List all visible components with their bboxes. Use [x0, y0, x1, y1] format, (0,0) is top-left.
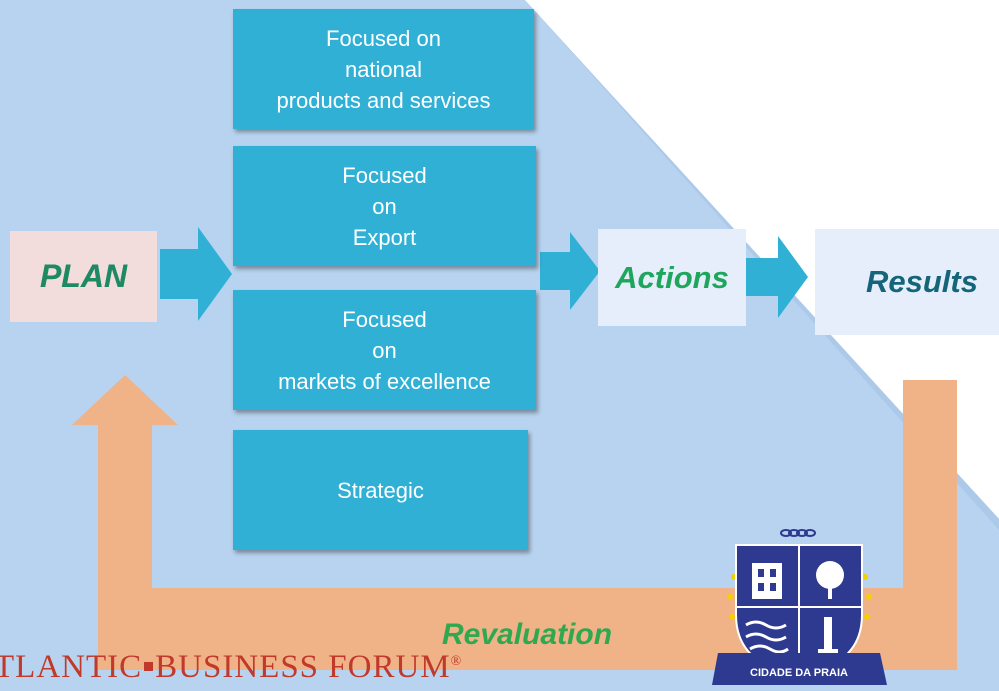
forum-registered: ® [450, 654, 463, 669]
emblem-banner-text: CIDADE DA PRAIA [750, 667, 848, 679]
arrow-actions-to-results [746, 236, 808, 318]
arrow-focus-to-actions [540, 232, 600, 310]
focus-box-strategic: Strategic [233, 430, 528, 550]
actions-box: Actions [598, 229, 746, 326]
plan-label: PLAN [39, 258, 128, 294]
results-label: Results [866, 264, 978, 299]
arrow-plan-to-focus [160, 227, 232, 321]
revaluation-label: Revaluation [442, 618, 613, 651]
focus-box-export: Focused on Export [233, 146, 536, 266]
focus-box-markets: Focused on markets of excellence [233, 290, 536, 410]
forum-logo: TLANTIC BUSINESS FORUM® [0, 649, 462, 686]
plan-box: PLAN [10, 231, 157, 322]
forum-separator-icon [144, 662, 154, 671]
city-emblem-logo: CIDADE DA PRAIA [712, 529, 887, 685]
results-box: Results [815, 229, 999, 335]
actions-label: Actions [615, 259, 729, 295]
forum-text-1: TLANTIC [0, 649, 143, 685]
focus-box-national: Focused on national products and service… [233, 9, 534, 129]
forum-text-2: BUSINESS FORUM [155, 649, 451, 685]
